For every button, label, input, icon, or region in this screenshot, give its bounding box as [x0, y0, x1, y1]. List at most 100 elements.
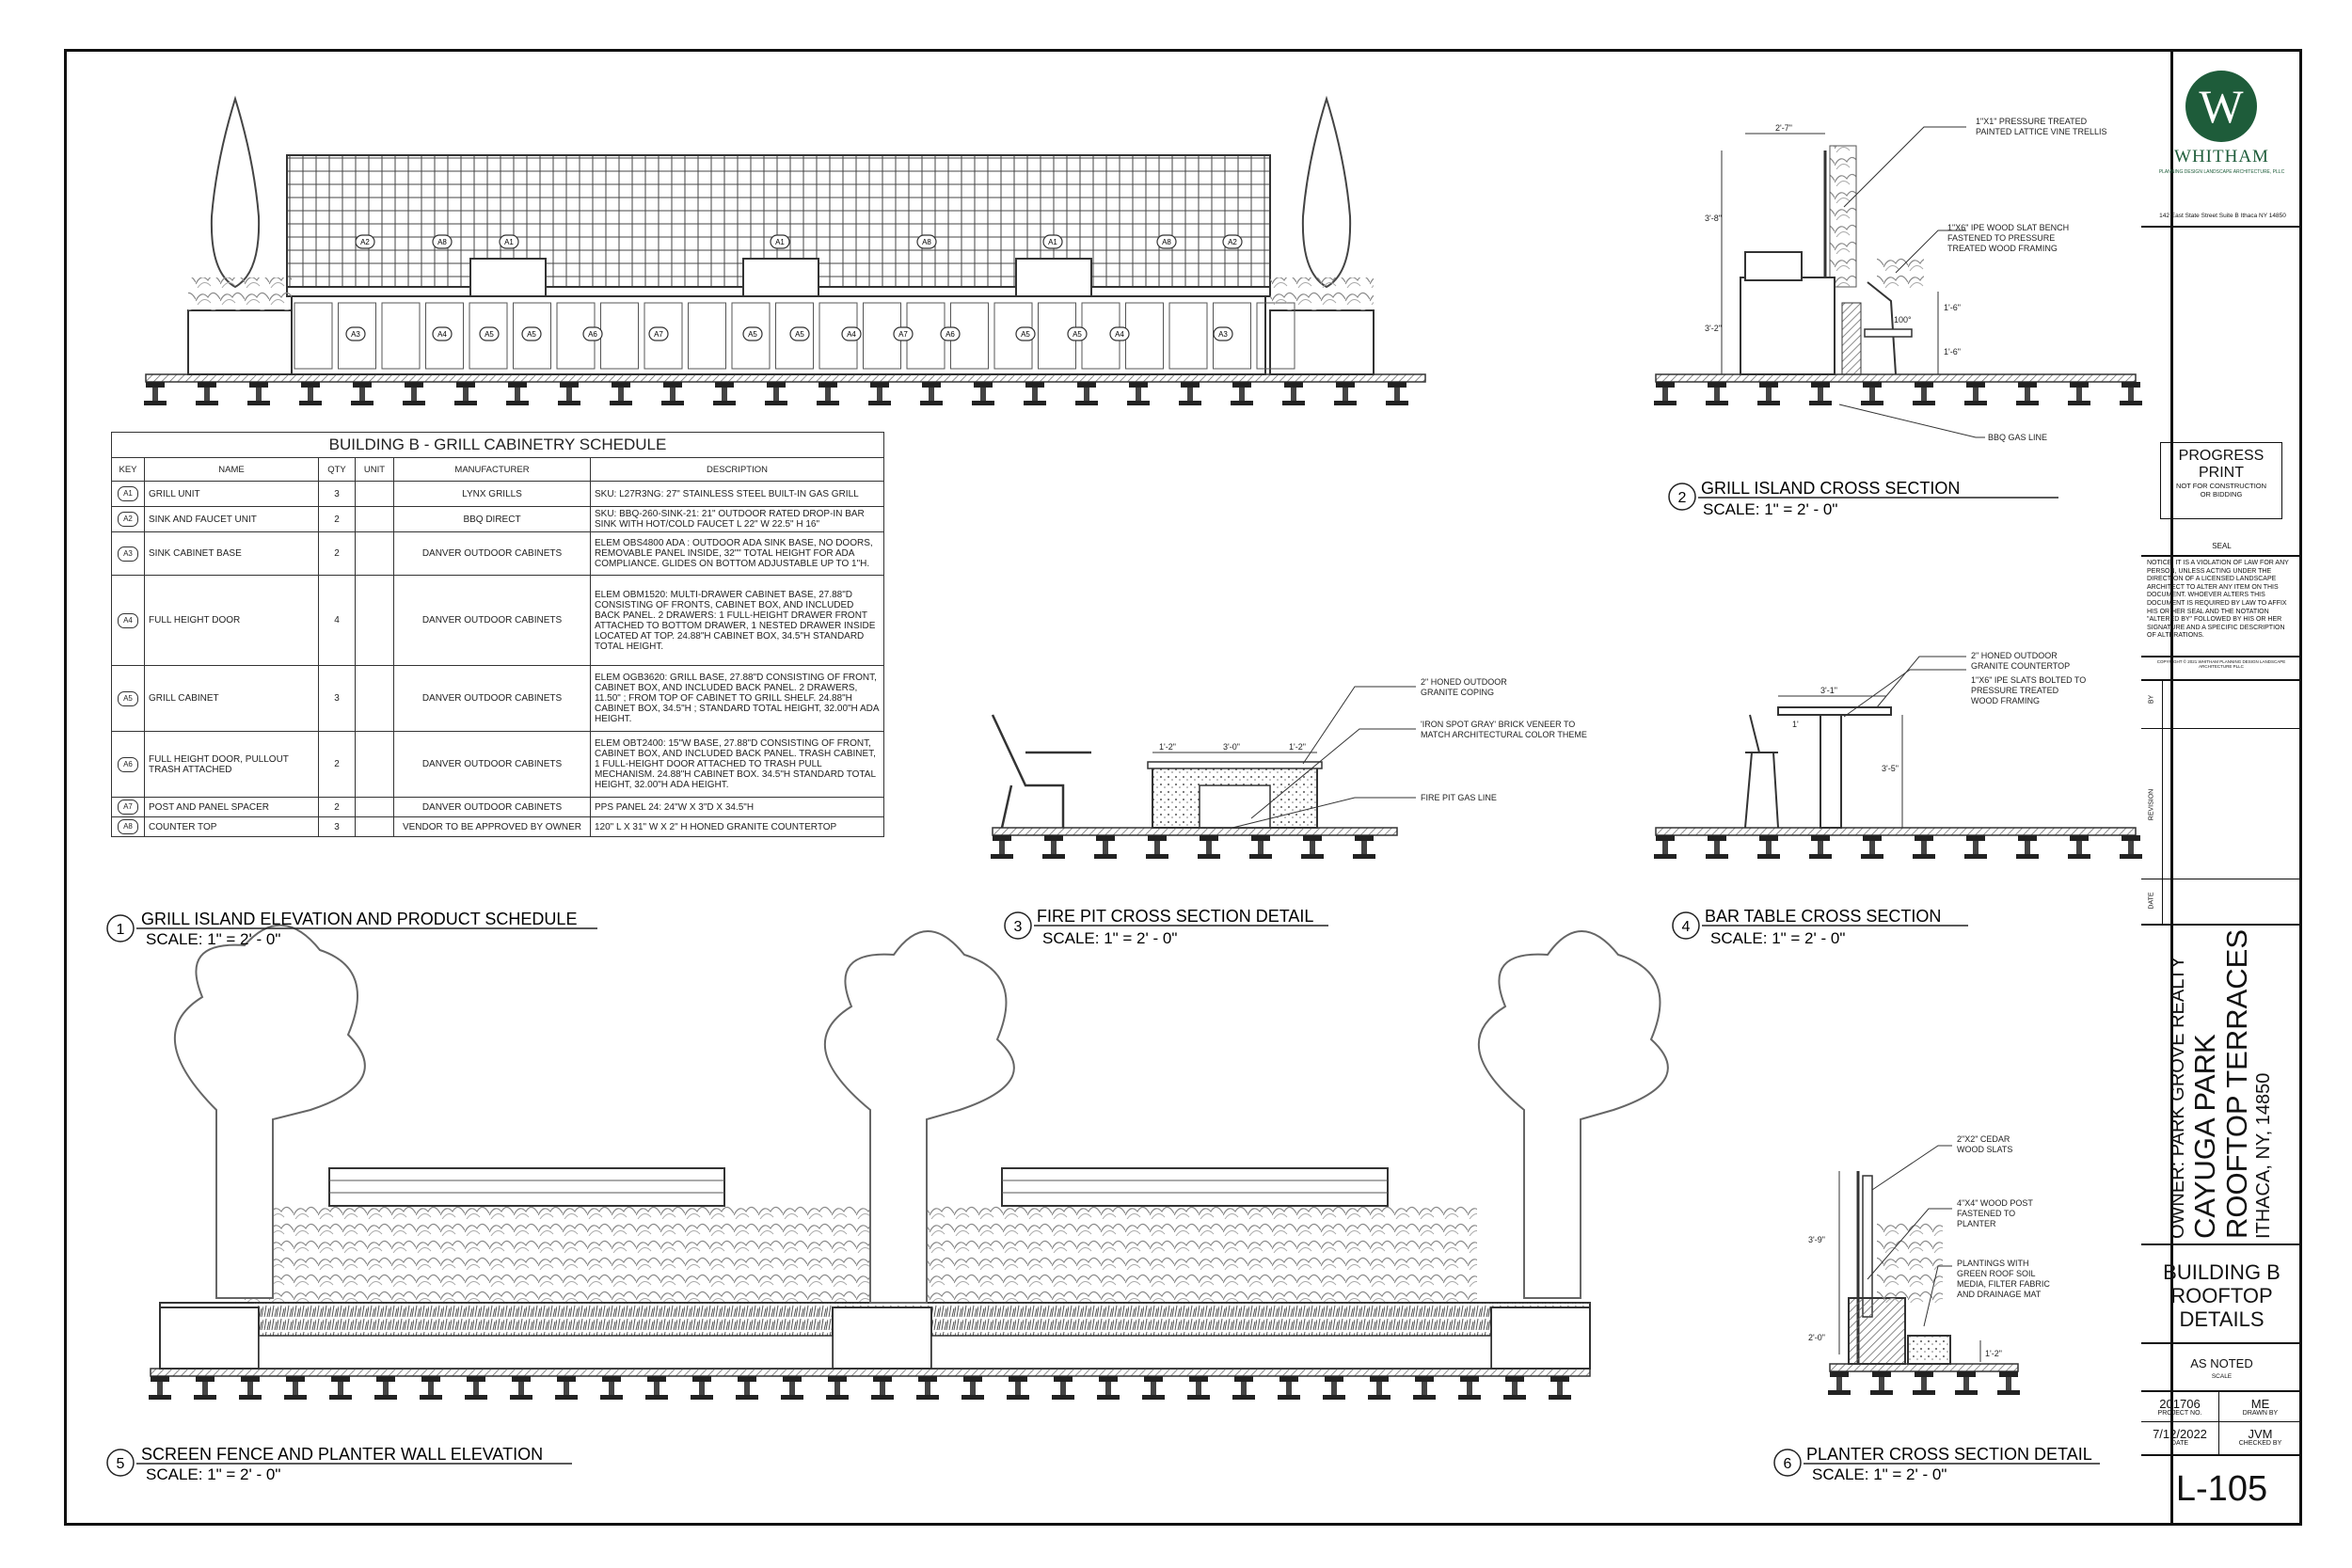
firm-address: 142 East State Street Suite B Ithaca NY …	[2159, 213, 2286, 219]
schedule-unit	[355, 731, 394, 798]
key-tag: A3	[345, 326, 366, 341]
deck-pedestal	[1503, 1376, 1526, 1400]
dim-text: 1'-2"	[1159, 742, 1176, 752]
detail-scale: SCALE: 1" = 2' - 0"	[1703, 500, 1837, 518]
deck-pedestal	[1913, 382, 1935, 405]
detail-title-4: 4 BAR TABLE CROSS SECTION SCALE: 1" = 2'…	[1672, 907, 1968, 947]
schedule-name: SINK AND FAUCET UNIT	[144, 506, 319, 532]
cabinet-door	[1213, 302, 1251, 370]
schedule-key: A2	[118, 512, 138, 527]
deck-pedestal	[600, 1376, 623, 1400]
schedule-name: GRILL UNIT	[144, 481, 319, 507]
note-firepit-gas: FIRE PIT GAS LINE	[1421, 793, 1497, 802]
key-tag: A6	[582, 326, 603, 341]
cabinet-door	[688, 302, 726, 370]
dim-text: 3'-2"	[1705, 324, 1722, 333]
sheet-scale: AS NOTED	[2190, 1356, 2253, 1370]
deck-pedestal	[2120, 382, 2142, 405]
deck-pedestal	[1964, 382, 1987, 405]
schedule-description: ELEM OBS4800 ADA : OUTDOOR ADA SINK BASE…	[590, 531, 884, 576]
key-tag: A4	[432, 326, 453, 341]
schedule-manufacturer: VENDOR TO BE APPROVED BY OWNER	[393, 816, 591, 837]
detail-number: 1	[117, 922, 125, 938]
deck-pedestal	[1458, 1376, 1481, 1400]
deck-pedestal	[736, 1376, 758, 1400]
detail-scale: SCALE: 1" = 2' - 0"	[1042, 929, 1177, 947]
schedule-qty: 2	[318, 731, 356, 798]
drawn-by: ME	[2250, 1397, 2270, 1411]
key-tag: A8	[1156, 234, 1177, 249]
cabinet-door	[644, 302, 683, 370]
key-tag-label: A6	[946, 330, 955, 339]
project-number: 201706	[2159, 1397, 2201, 1411]
col-name: NAME	[144, 457, 319, 482]
cabinet-door	[775, 302, 814, 370]
schedule-qty: 4	[318, 575, 356, 666]
project-number-label: PROJECT NO.	[2157, 1410, 2202, 1417]
schedule-qty: 3	[318, 481, 356, 507]
schedule-manufacturer: DANVER OUTDOOR CABINETS	[393, 575, 591, 666]
deck-pedestal	[1654, 835, 1677, 859]
deck-pedestal	[610, 382, 632, 405]
deck-pedestal	[1249, 835, 1272, 859]
schedule-manufacturer: DANVER OUTDOOR CABINETS	[393, 731, 591, 798]
deck-pedestal	[1913, 1371, 1935, 1395]
deck-pedestal	[299, 382, 322, 405]
deck-pedestal	[871, 1376, 894, 1400]
grill-cabinetry-schedule: BUILDING B - GRILL CABINETRY SCHEDULE KE…	[111, 432, 884, 837]
key-tag: A5	[789, 326, 810, 341]
deck-pedestal	[374, 1376, 397, 1400]
schedule-key: A8	[118, 819, 138, 834]
detail-scale: SCALE: 1" = 2' - 0"	[146, 930, 280, 948]
schedule-description: ELEM OBM1520: MULTI-DRAWER CABINET BASE,…	[590, 575, 884, 666]
detail-number: 2	[1678, 490, 1687, 506]
schedule-name: COUNTER TOP	[144, 816, 319, 837]
deck-pedestal	[1198, 835, 1220, 859]
schedule-unit	[355, 816, 394, 837]
stamp-title-2: PRINT	[2199, 465, 2244, 481]
dim-text: 3'-9"	[1808, 1235, 1825, 1244]
col-manufacturer: MANUFACTURER	[393, 457, 591, 482]
deck-pedestal	[1075, 382, 1098, 405]
sheet-scale-label: SCALE	[2211, 1373, 2233, 1380]
dim-text: 1'	[1792, 720, 1799, 729]
schedule-manufacturer: LYNX GRILLS	[393, 481, 591, 507]
stamp-note-2: OR BIDDING	[2200, 490, 2243, 499]
detail-title-1: 1 GRILL ISLAND ELEVATION AND PRODUCT SCH…	[106, 910, 597, 948]
dim-text: 1'-2"	[1289, 742, 1306, 752]
detail-title: SCREEN FENCE AND PLANTER WALL ELEVATION	[141, 1445, 543, 1464]
deck-pedestal	[972, 382, 994, 405]
deck-pedestal	[506, 382, 529, 405]
dimension-labels: 2'-7" 3'-8" 3'-2" 1'-6" 1'-6" 100° 1'-2"…	[1159, 123, 2002, 1358]
deck-pedestal	[1386, 382, 1408, 405]
grill-island-cross-section	[1654, 133, 2142, 405]
schedule-unit	[355, 481, 394, 507]
deck-pedestal	[961, 1376, 984, 1400]
schedule-key: A7	[118, 800, 138, 815]
project-name-2: ROOFTOP TERRACES	[2220, 928, 2253, 1239]
key-tag-label: A3	[1218, 330, 1228, 339]
dim-text: 1'-6"	[1944, 303, 1961, 312]
sheet-date-label: DATE	[2170, 1440, 2189, 1447]
detail-title: GRILL ISLAND ELEVATION AND PRODUCT SCHED…	[141, 910, 577, 928]
schedule-description: ELEM OGB3620: GRILL BASE, 27.88"D CONSIS…	[590, 665, 884, 732]
deck-pedestal	[1278, 1376, 1300, 1400]
revision-col-revision: REVISION	[2148, 788, 2155, 821]
deck-pedestal	[1334, 382, 1357, 405]
key-tag: A4	[1109, 326, 1130, 341]
title-block	[2141, 49, 2302, 1526]
schedule-description: SKU: BBQ-260-SINK-21: 21" OUTDOOR RATED …	[590, 506, 884, 532]
detail-title: PLANTER CROSS SECTION DETAIL	[1806, 1445, 2092, 1464]
detail-scale: SCALE: 1" = 2' - 0"	[1812, 1465, 1947, 1483]
schedule-description: PPS PANEL 24: 24"W X 3"D X 34.5"H	[590, 797, 884, 817]
deck-pedestal	[239, 1376, 262, 1400]
checked-by-label: CHECKED BY	[2238, 1440, 2282, 1447]
deck-pedestal	[558, 382, 580, 405]
detail-title-5: 5 SCREEN FENCE AND PLANTER WALL ELEVATIO…	[106, 1445, 572, 1483]
col-qty: QTY	[318, 457, 356, 482]
deck-pedestal	[1955, 1371, 1978, 1395]
deck-pedestal	[1042, 835, 1065, 859]
